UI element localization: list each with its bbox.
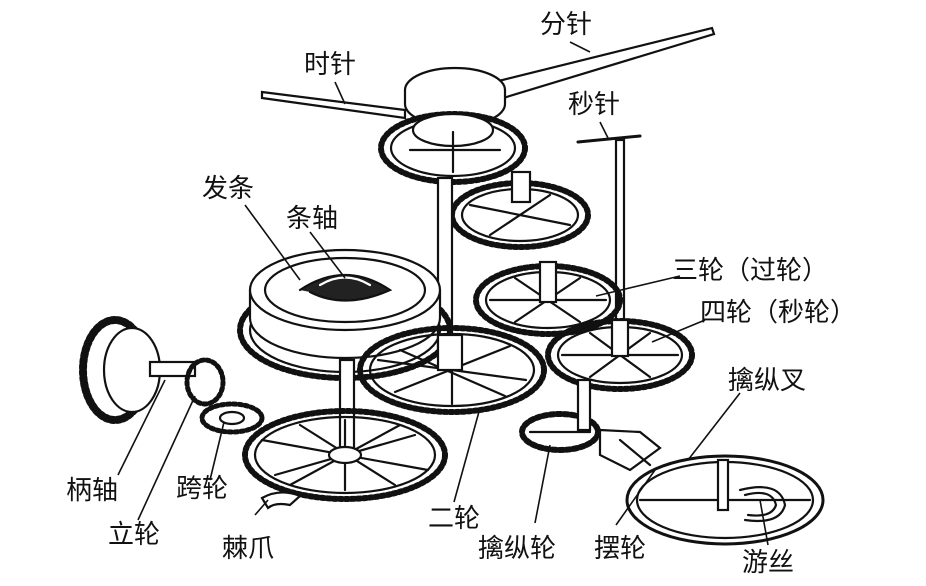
winding-crown bbox=[79, 316, 197, 424]
leader-lines bbox=[117, 41, 769, 546]
label-balance-wheel: 摆轮 bbox=[594, 534, 647, 564]
label-fourth-wheel: 四轮（秒轮） bbox=[700, 298, 857, 328]
crown-wheel bbox=[199, 401, 265, 435]
label-center-wheel: 二轮 bbox=[428, 504, 481, 534]
label-winding-pinion: 立轮 bbox=[108, 520, 161, 550]
escape-wheel bbox=[519, 378, 601, 453]
label-barrel-arbor: 条轴 bbox=[286, 204, 339, 234]
winding-pinion bbox=[184, 357, 226, 407]
label-winding-stem: 柄轴 bbox=[66, 476, 119, 506]
third-wheel bbox=[473, 260, 623, 337]
label-crown-wheel: 跨轮 bbox=[176, 474, 229, 504]
label-hairspring: 游丝 bbox=[742, 548, 795, 578]
barrel-arbor bbox=[338, 358, 356, 452]
hour-wheel bbox=[378, 111, 528, 185]
label-third-wheel: 三轮（过轮） bbox=[672, 256, 829, 286]
label-click: 棘爪 bbox=[222, 534, 275, 564]
fourth-wheel bbox=[545, 318, 695, 392]
label-escape-wheel: 擒纵轮 bbox=[478, 534, 557, 564]
label-second-hand: 秒针 bbox=[568, 90, 621, 120]
click bbox=[260, 491, 303, 510]
label-hour-hand: 时针 bbox=[304, 50, 357, 80]
hour-hand bbox=[260, 90, 407, 120]
label-mainspring: 发条 bbox=[202, 174, 255, 204]
ratchet-wheel bbox=[242, 408, 448, 502]
balance-wheel bbox=[625, 454, 825, 546]
pallet-fork bbox=[598, 428, 662, 472]
label-minute-hand: 分针 bbox=[540, 10, 593, 40]
label-pallet-fork: 擒纵叉 bbox=[728, 366, 807, 396]
center-wheel bbox=[357, 325, 547, 415]
